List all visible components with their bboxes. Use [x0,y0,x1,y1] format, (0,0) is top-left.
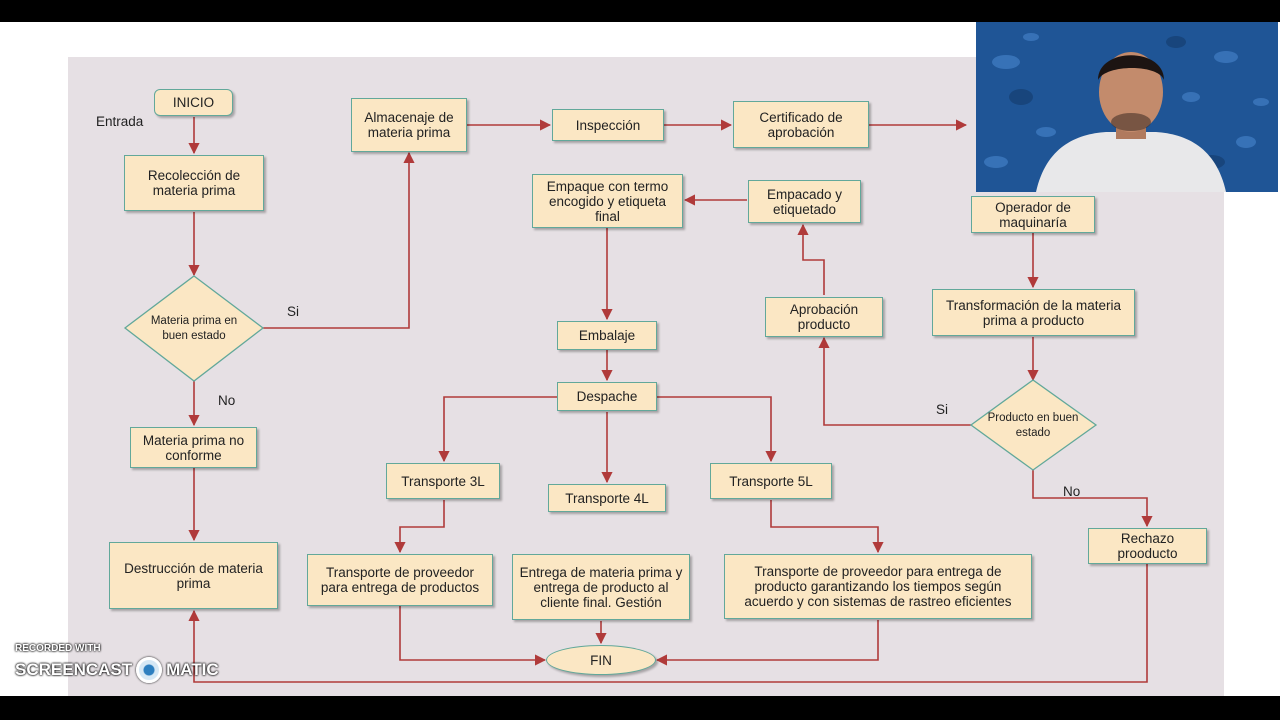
arrow-decision-almacenaje [263,151,415,329]
node-transporte-4l[interactable]: Transporte 4L [548,484,666,512]
decision-materia-shape [123,275,265,382]
node-proveedor-rastreo[interactable]: Transporte de proveedor para entrega de … [724,554,1032,619]
node-certificado[interactable]: Certificado de aprobación [733,101,869,148]
node-operador[interactable]: Operador de maquinaría [971,196,1095,233]
decision-producto-buen-estado: Producto en buen estado [987,412,1079,439]
arrow-decision-aprobacion [818,336,971,426]
node-recoleccion[interactable]: Recolección de materia prima [124,155,264,211]
node-fin[interactable]: FIN [546,645,656,675]
webcam-image [976,22,1278,192]
node-aprobacion[interactable]: Aprobación producto [765,297,883,337]
node-empacado[interactable]: Empacado y etiquetado [748,180,861,223]
node-almacenaje[interactable]: Almacenaje de materia prima [351,98,467,152]
watermark-matic: MATIC [166,660,219,679]
node-inspeccion[interactable]: Inspección [552,109,664,141]
label-si-materia: Si [287,304,300,319]
arrow-aprobacion-empacado [797,223,825,295]
label-entrada: Entrada [96,114,144,129]
decision-producto-shape [969,379,1098,471]
node-rechazo[interactable]: Rechazo prooducto [1088,528,1207,564]
node-entrega-cliente[interactable]: Entrega de materia prima y entrega de pr… [512,554,690,620]
label-no-materia: No [218,393,236,408]
arrow-despache-t3l [438,396,557,463]
decision-materia-buen-estado: Materia prima en buen estado [150,315,238,342]
arrow-rastreo-fin [655,620,879,666]
arrow-decision-rechazo [1032,470,1153,528]
node-despache[interactable]: Despache [557,382,657,411]
screencast-logo-icon [136,657,163,683]
node-transformacion[interactable]: Transformación de la materia prima a pro… [932,289,1135,336]
arrow-t5l-rastreo [770,500,884,554]
label-no-producto: No [1063,484,1081,499]
node-inicio[interactable]: INICIO [154,89,233,116]
webcam-overlay [976,22,1278,192]
node-destruccion[interactable]: Destrucción de materia prima [109,542,278,609]
label-si-producto: Si [936,402,949,417]
watermark-logo: SCREENCAST MATIC [15,657,219,683]
watermark-recorded-with: RECORDED WITH [15,643,101,654]
node-empaque[interactable]: Empaque con termo encogido y etiqueta fi… [532,174,683,228]
node-materia-no-conforme[interactable]: Materia prima no conforme [130,427,257,468]
node-embalaje[interactable]: Embalaje [557,321,657,350]
node-proveedor-entrega[interactable]: Transporte de proveedor para entrega de … [307,554,493,606]
node-transporte-3l[interactable]: Transporte 3L [386,463,500,499]
node-transporte-5l[interactable]: Transporte 5L [710,463,832,499]
arrow-despache-t5l [657,396,777,463]
arrow-t3l-proveedor [394,500,445,554]
arrow-proveedor-fin [399,606,547,666]
arrow-rechazo-destruccion [188,564,1148,683]
watermark-screencast: SCREENCAST [15,660,133,679]
